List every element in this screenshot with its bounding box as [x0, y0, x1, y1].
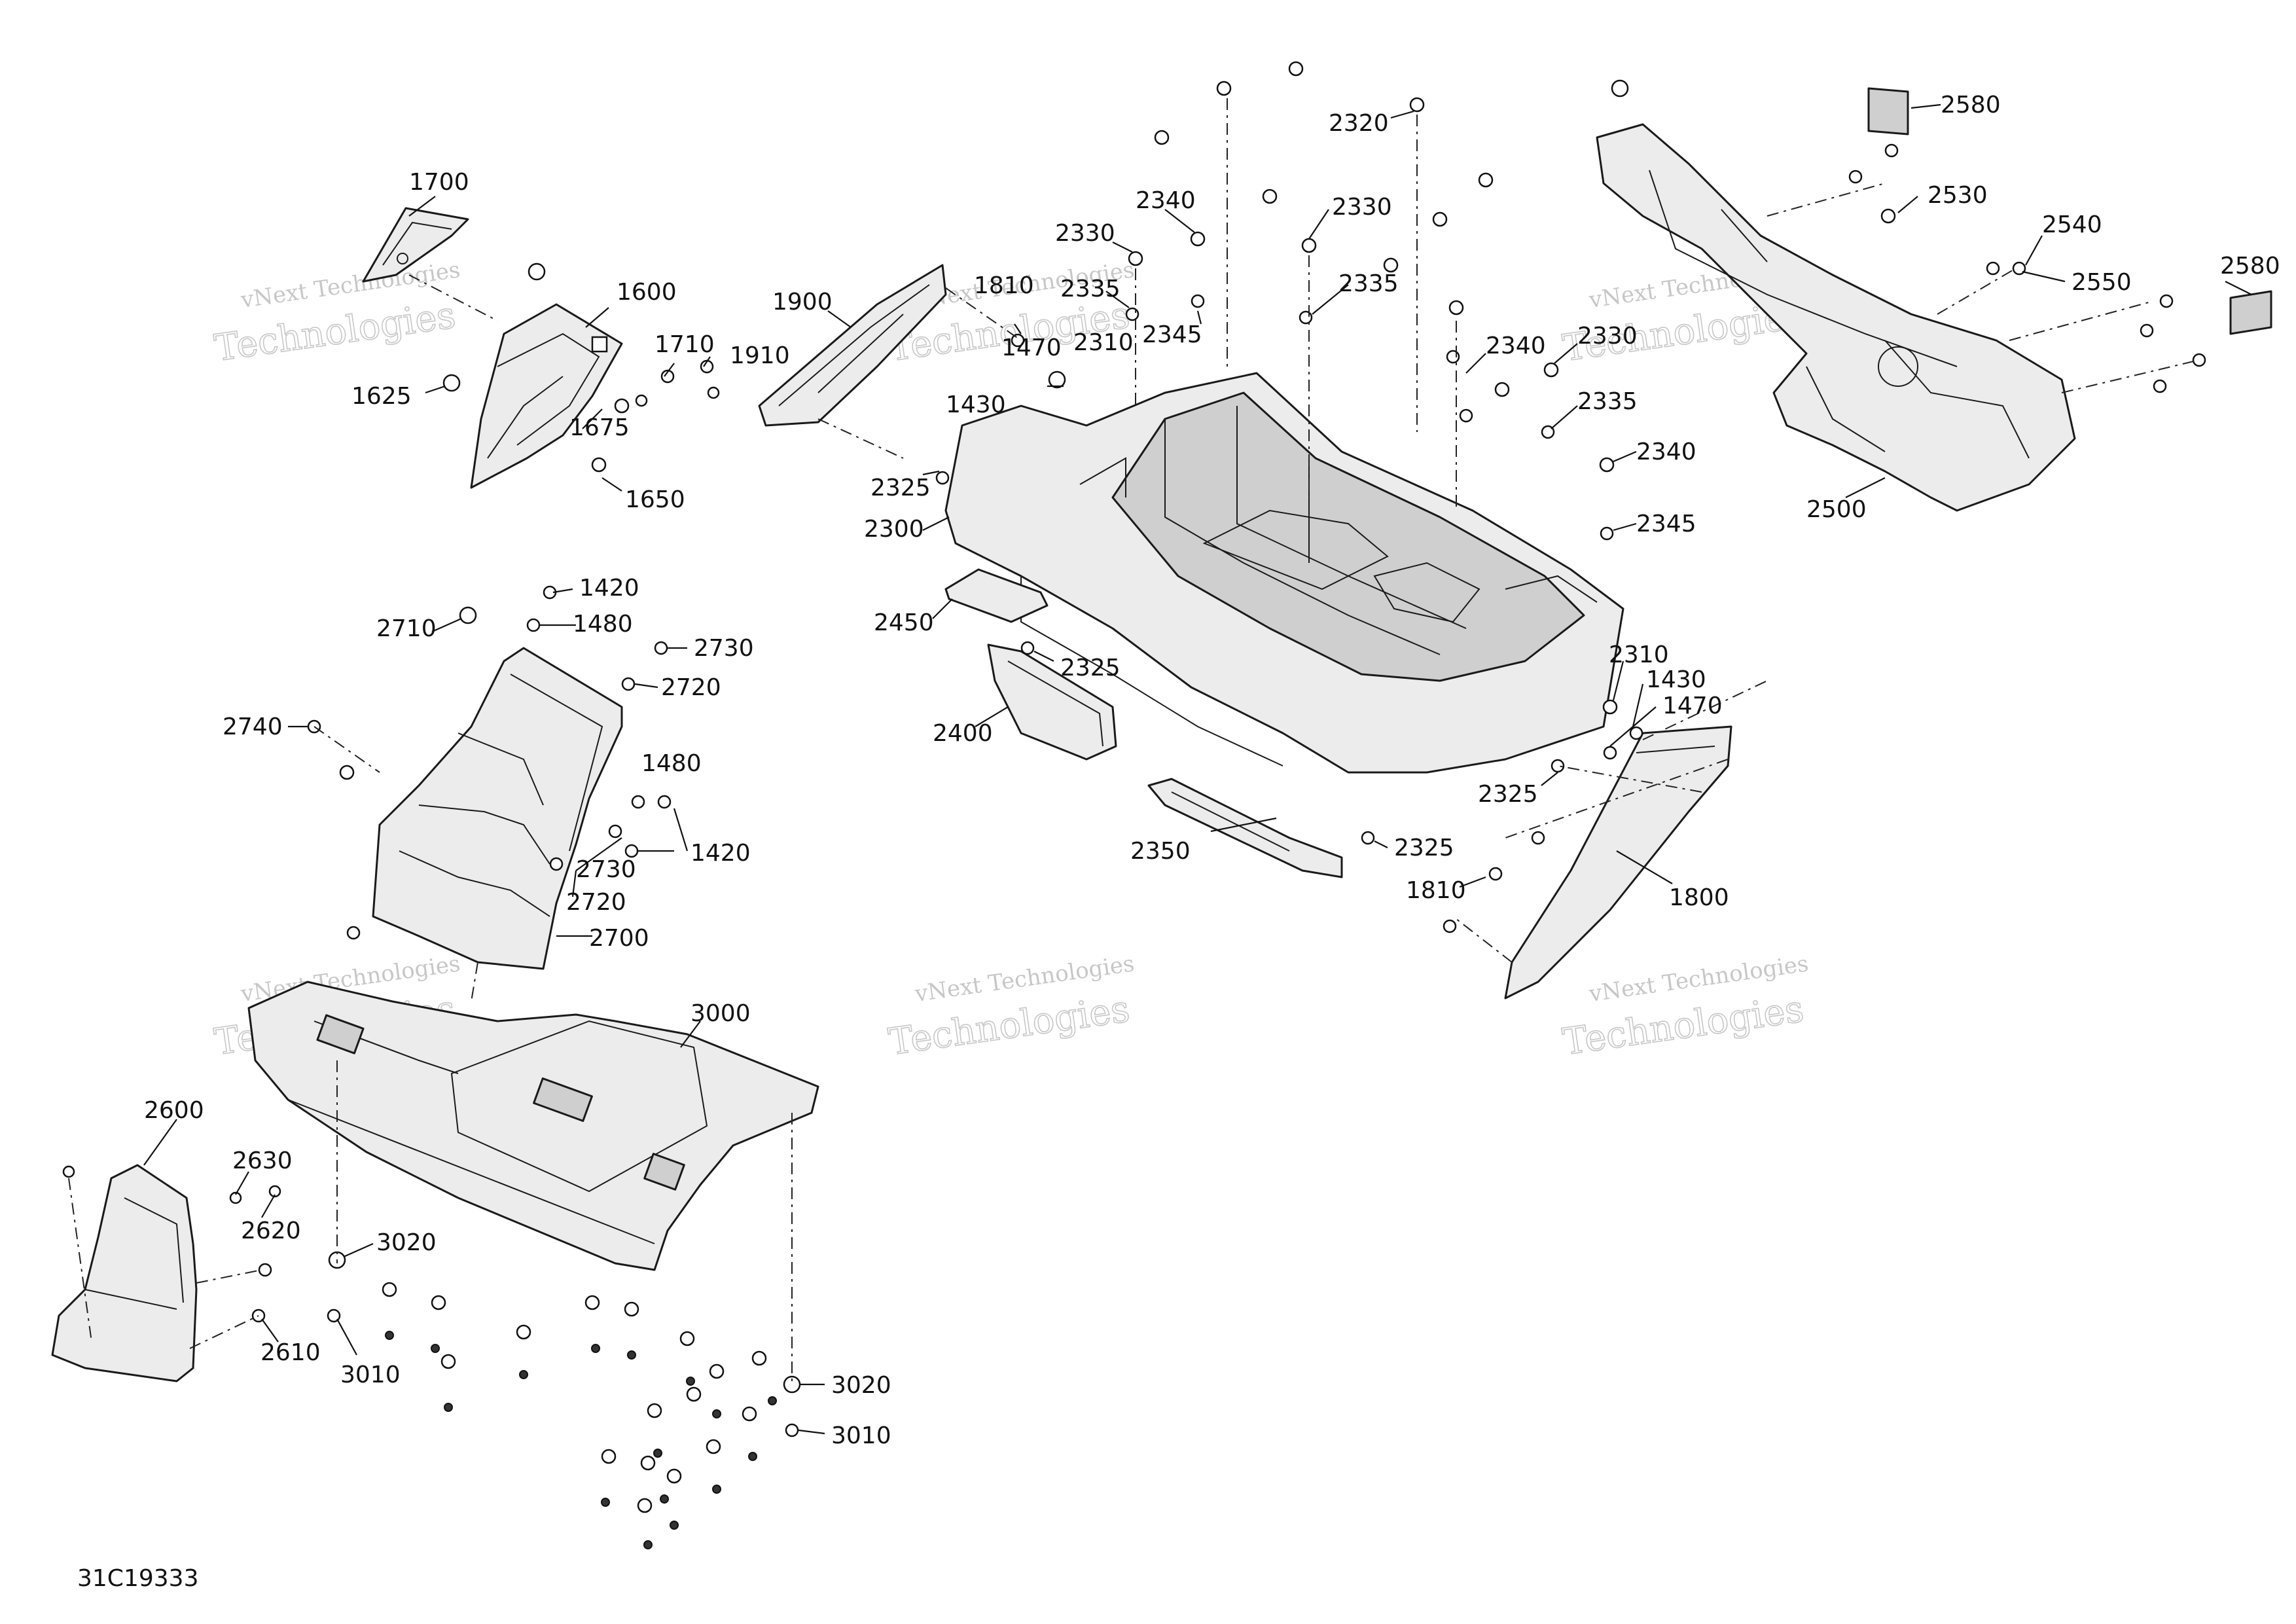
part-2580-label-a [1867, 87, 1909, 135]
part-2350-skid [1147, 778, 1343, 878]
watermark: vNext Technologies Technologies [886, 950, 1136, 1064]
callout-1480: 1480 [641, 750, 702, 777]
diagram-code: 31C19333 [77, 1565, 198, 1592]
callout-2300: 2300 [864, 516, 924, 543]
part-2600-side-guard [51, 1164, 198, 1382]
callout-2325: 2325 [1478, 781, 1538, 808]
part-1700-cover [362, 207, 469, 283]
callout-2330: 2330 [1577, 323, 1638, 350]
callout-1810: 1810 [974, 272, 1034, 299]
callout-2340: 2340 [1636, 439, 1696, 465]
callout-2310: 2310 [1073, 329, 1134, 356]
callout-2600: 2600 [144, 1097, 204, 1124]
callout-2710: 2710 [376, 615, 437, 642]
callout-3020: 3020 [831, 1372, 891, 1399]
callout-1700: 1700 [409, 169, 469, 196]
part-2700-fender [372, 647, 623, 970]
callout-2320: 2320 [1329, 110, 1389, 137]
callout-2400: 2400 [933, 720, 993, 747]
callout-2610: 2610 [260, 1339, 321, 1366]
callout-1430: 1430 [1646, 666, 1706, 693]
callout-2340: 2340 [1136, 187, 1196, 214]
callout-2345: 2345 [1636, 511, 1696, 537]
hardware [62, 61, 2206, 1549]
callout-1800: 1800 [1669, 884, 1729, 911]
callout-2720: 2720 [566, 889, 626, 916]
callout-2620: 2620 [241, 1218, 301, 1244]
assembly-lines [68, 98, 2200, 1384]
callout-1675: 1675 [569, 414, 630, 441]
callout-1810: 1810 [1406, 877, 1466, 904]
callout-1900: 1900 [772, 289, 833, 316]
callout-1470: 1470 [1001, 334, 1062, 361]
callout-2350: 2350 [1130, 838, 1191, 865]
callout-1910: 1910 [730, 342, 790, 369]
callout-labels: 1700 1600 1710 1625 1675 1650 1910 1900 … [144, 92, 2280, 1449]
callout-2540: 2540 [2042, 211, 2102, 238]
callout-2630: 2630 [232, 1147, 293, 1174]
callout-1420: 1420 [579, 575, 639, 602]
callout-2550: 2550 [2072, 269, 2132, 296]
callout-2335: 2335 [1577, 388, 1638, 415]
watermark: vNext Technologies Technologies [211, 257, 462, 370]
watermark: vNext Technologies Technologies [1560, 950, 1810, 1064]
callout-2740: 2740 [223, 713, 283, 740]
callout-2530: 2530 [1928, 182, 1988, 209]
callout-2720: 2720 [661, 674, 721, 701]
callout-2330: 2330 [1332, 194, 1392, 221]
part-2450-trim [944, 568, 1049, 623]
part-2500-rear-frame [1596, 123, 2076, 512]
callout-1600: 1600 [617, 279, 677, 306]
callout-2310: 2310 [1609, 641, 1669, 668]
part-2300-cargo-box [944, 372, 1624, 774]
callout-2580: 2580 [2220, 253, 2280, 280]
callout-1470: 1470 [1662, 693, 1723, 719]
callout-2340: 2340 [1486, 333, 1546, 359]
callout-1650: 1650 [625, 486, 685, 513]
callout-3020: 3020 [376, 1229, 437, 1256]
callout-1710: 1710 [655, 331, 715, 358]
part-3000-floor-pan [247, 981, 819, 1271]
callout-1430: 1430 [946, 391, 1006, 418]
callout-2730: 2730 [694, 635, 754, 662]
callout-2325: 2325 [870, 475, 931, 501]
part-2400-guard [987, 643, 1117, 761]
callout-2325: 2325 [1060, 655, 1121, 681]
callout-1480: 1480 [573, 611, 633, 638]
callout-3000: 3000 [691, 1000, 751, 1027]
part-2580-label-b [2229, 290, 2272, 335]
callout-1420: 1420 [691, 840, 751, 867]
callout-2335: 2335 [1060, 276, 1121, 302]
callout-2700: 2700 [589, 925, 649, 952]
callout-2335: 2335 [1338, 270, 1399, 297]
callout-2500: 2500 [1806, 496, 1867, 523]
callout-2325: 2325 [1394, 835, 1454, 861]
part-1900-panel [758, 264, 947, 427]
part-1600-side-panel [470, 303, 623, 489]
callout-2450: 2450 [874, 609, 934, 636]
callout-2345: 2345 [1142, 321, 1202, 348]
callout-3010: 3010 [831, 1422, 891, 1449]
leader-lines [143, 103, 2252, 1435]
callout-2730: 2730 [576, 856, 636, 883]
callout-2580: 2580 [1941, 92, 2001, 118]
callout-2330: 2330 [1055, 220, 1115, 247]
callout-3010: 3010 [340, 1362, 401, 1388]
callout-1625: 1625 [351, 383, 412, 410]
part-1800-tailgate [1504, 725, 1732, 1000]
